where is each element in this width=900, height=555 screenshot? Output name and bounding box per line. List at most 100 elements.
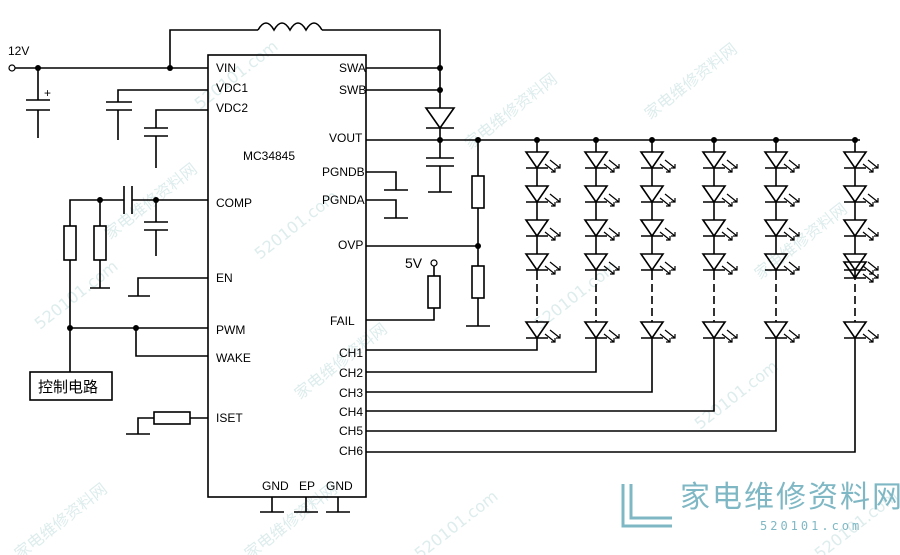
led-6-4 [842,253,879,275]
pin-vin: VIN [216,61,236,75]
pin-ch2: CH2 [339,366,363,380]
led-2-5 [583,321,620,343]
comp-capacitor-icon [123,186,133,214]
led-6-2-light-arrows [862,193,879,207]
led-5-1-body [763,151,789,170]
led-string-3 [639,137,676,343]
led-4-5-body [701,321,727,340]
led-1-4 [524,253,561,275]
led-5-4-light-arrows [783,261,800,275]
comp-network-wire [69,199,208,328]
led-6-3 [842,219,879,241]
pin-ch5: CH5 [339,424,363,438]
led-5-2 [763,185,800,207]
led-1-1 [524,151,561,173]
ch5-wire [366,338,777,432]
brand-watermark: 家电维修资料网 520101.com [621,480,900,533]
pwm-wake-wire [69,327,208,372]
vdc1-capacitor [106,89,208,140]
right-pin-labels: SWA SWB VOUT PGNDB PGNDA OVP FAIL CH1 CH… [322,61,366,458]
led-3-4-light-arrows [659,261,676,275]
led-5-5 [763,321,800,343]
pin-ch1: CH1 [339,346,363,360]
led-string-6 [842,137,879,343]
led-6-1-light-arrows [862,159,879,173]
led-5-3-light-arrows [783,227,800,241]
led-5-2-body [763,185,789,204]
pin-fail: FAIL [330,314,355,328]
input-terminal [8,64,16,72]
bottom-pin-labels: GND EP GND [262,479,353,493]
pin-pgndb: PGNDB [322,165,365,179]
led-4-1 [701,151,738,173]
pin-comp: COMP [216,196,252,210]
ch2-wire [366,338,597,373]
pin-vdc1: VDC1 [216,81,248,95]
pin-ch3: CH3 [339,386,363,400]
iset-resistor [153,411,191,425]
led-6-3-body [842,219,868,238]
watermark-text-8: 520101.com [411,486,502,555]
ovp-supply-label: 5V [405,255,423,271]
led-3-3-light-arrows [659,227,676,241]
led-1-5-light-arrows [544,329,561,343]
led-string-5 [763,137,800,343]
led-3-2-body [639,185,665,204]
led-4-2-light-arrows [721,193,738,207]
watermark-text-12: 520101.com [691,356,782,433]
pin-wake: WAKE [216,351,251,365]
bottom-grounds [260,497,350,513]
led-5-3-body [763,219,789,238]
led-3-5 [639,321,676,343]
led-6-1-body [842,151,868,170]
led-6-1 [842,151,879,173]
led-2-5-body [583,321,609,340]
led-4-2 [701,185,738,207]
pin-gnd-1: GND [262,479,289,493]
control-circuit-label: 控制电路 [38,378,98,396]
led-6-2 [842,185,879,207]
pin-iset: ISET [216,411,243,425]
watermark-text-11: 家电维修资料网 [641,39,741,123]
divider-resistor-bottom [471,265,485,299]
led-1-4-body [524,253,550,272]
ch4-wire [366,338,715,412]
ch3-wire [366,338,653,393]
5v-terminal [430,259,438,267]
vdc2-capacitor [144,109,208,168]
led-2-3 [583,219,620,241]
led-3-1 [639,151,676,173]
led-6-5-light-arrows [862,329,879,343]
led-4-3-light-arrows [721,227,738,241]
led-4-1-body [701,151,727,170]
comp-resistor-2 [93,225,107,261]
led-1-3 [524,219,561,241]
junction-comp-1 [97,197,103,203]
led-4-4-light-arrows [721,261,738,275]
pin-pwm: PWM [216,323,245,337]
pin-vout: VOUT [329,131,363,145]
led-5-2-light-arrows [783,193,800,207]
led-string-1 [524,137,561,343]
led-6-5-body [842,321,868,340]
junction-swa [437,65,443,71]
led-2-1 [583,151,620,173]
junction-pwm-left [67,325,73,331]
led-4-5-light-arrows [721,329,738,343]
junction-swb [437,87,443,93]
watermark-text-2: 520101.com [31,256,122,333]
led-4-5 [701,321,738,343]
junction-pwm-wake [133,325,139,331]
led-2-1-body [583,151,609,170]
led-6-extra-body [842,261,868,280]
input-capacitor [26,68,50,138]
led-3-5-body [639,321,665,340]
pin-ep: EP [299,479,315,493]
led-1-1-light-arrows [544,159,561,173]
led-4-3-body [701,219,727,238]
led-3-2 [639,185,676,207]
control-circuit-block [29,371,113,401]
led-2-2-body [583,185,609,204]
led-3-1-light-arrows [659,159,676,173]
led-5-5-body [763,321,789,340]
